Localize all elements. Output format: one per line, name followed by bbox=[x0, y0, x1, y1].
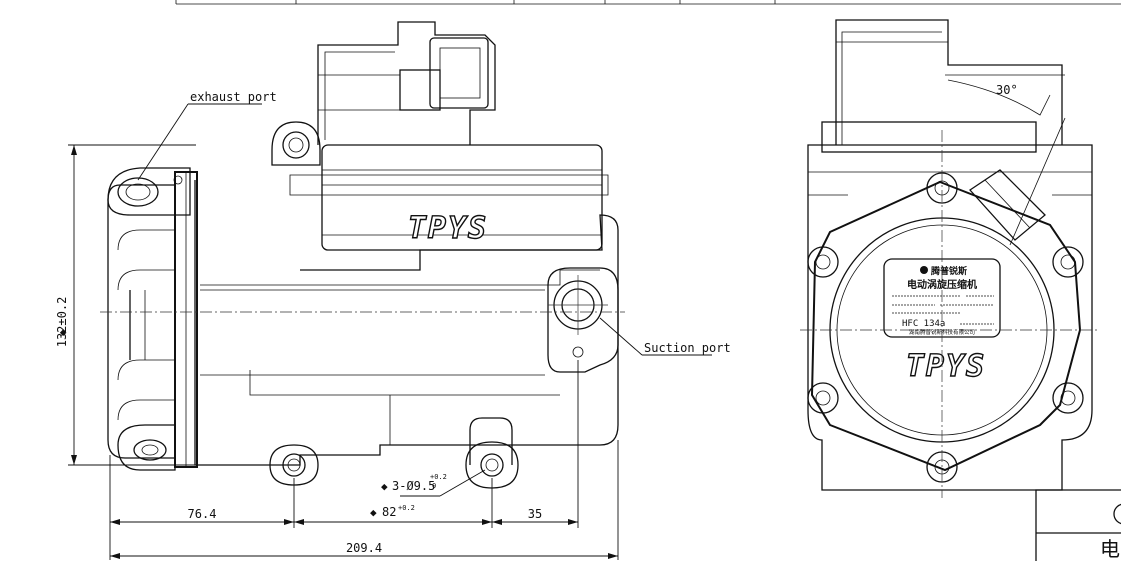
exhaust-port bbox=[107, 167, 191, 216]
bottom-left-boss bbox=[117, 424, 176, 471]
side-view: TPYS bbox=[100, 21, 625, 489]
side-logo: TPYS bbox=[408, 211, 488, 246]
connector bbox=[317, 21, 496, 145]
suction-port-label: Suction port bbox=[644, 341, 731, 355]
dimension-text: ◆ 132±0.2 76.4 ◆ 82 +0.2 35 209.4 ◆ 3-Ø9… bbox=[55, 90, 731, 555]
dim-height: 132±0.2 bbox=[55, 297, 69, 348]
nameplate-fine-print bbox=[892, 295, 994, 325]
bottom-mount-ears bbox=[269, 417, 519, 489]
front-view: 30° 腾普锐斯 电动涡旋压缩机 HFC 134a 湖南腾普锐斯科技有限公司 T… bbox=[800, 19, 1100, 498]
dim-hole-tol-upper: +0.2 bbox=[430, 473, 447, 481]
front-bolt-bosses bbox=[807, 172, 1084, 483]
nameplate-refrigerant: HFC 134a bbox=[902, 319, 945, 329]
dim-width-mid-symbol: ◆ bbox=[370, 506, 377, 519]
exhaust-port-label: exhaust port bbox=[190, 90, 277, 104]
end-cap bbox=[107, 184, 175, 459]
dim-hole-tol-lower: 0 bbox=[432, 482, 436, 490]
title-block: 电 bbox=[1035, 489, 1121, 561]
dim-width-right: 35 bbox=[528, 507, 542, 521]
dim-width-mid-tol: +0.2 bbox=[398, 504, 415, 512]
dim-width-left: 76.4 bbox=[188, 507, 217, 521]
dim-hole: 3-Ø9.5 bbox=[392, 479, 435, 493]
title-block-char: 电 bbox=[1100, 537, 1120, 561]
dimension-lines bbox=[68, 103, 712, 560]
angle-label: 30° bbox=[996, 83, 1018, 97]
dim-height-symbol: ◆ bbox=[56, 329, 69, 336]
top-border bbox=[175, 0, 1121, 5]
upper-mount-ear bbox=[271, 121, 321, 166]
front-logo: TPYS bbox=[906, 349, 986, 384]
nameplate-brand: 腾普锐斯 bbox=[930, 265, 967, 277]
dim-width-mid: 82 bbox=[382, 505, 396, 519]
brand-logo-icon bbox=[920, 266, 928, 274]
suction-port bbox=[547, 267, 619, 373]
nameplate-product: 电动涡旋压缩机 bbox=[907, 278, 977, 291]
dim-total-width: 209.4 bbox=[346, 541, 382, 555]
dim-hole-symbol: ◆ bbox=[381, 480, 388, 493]
